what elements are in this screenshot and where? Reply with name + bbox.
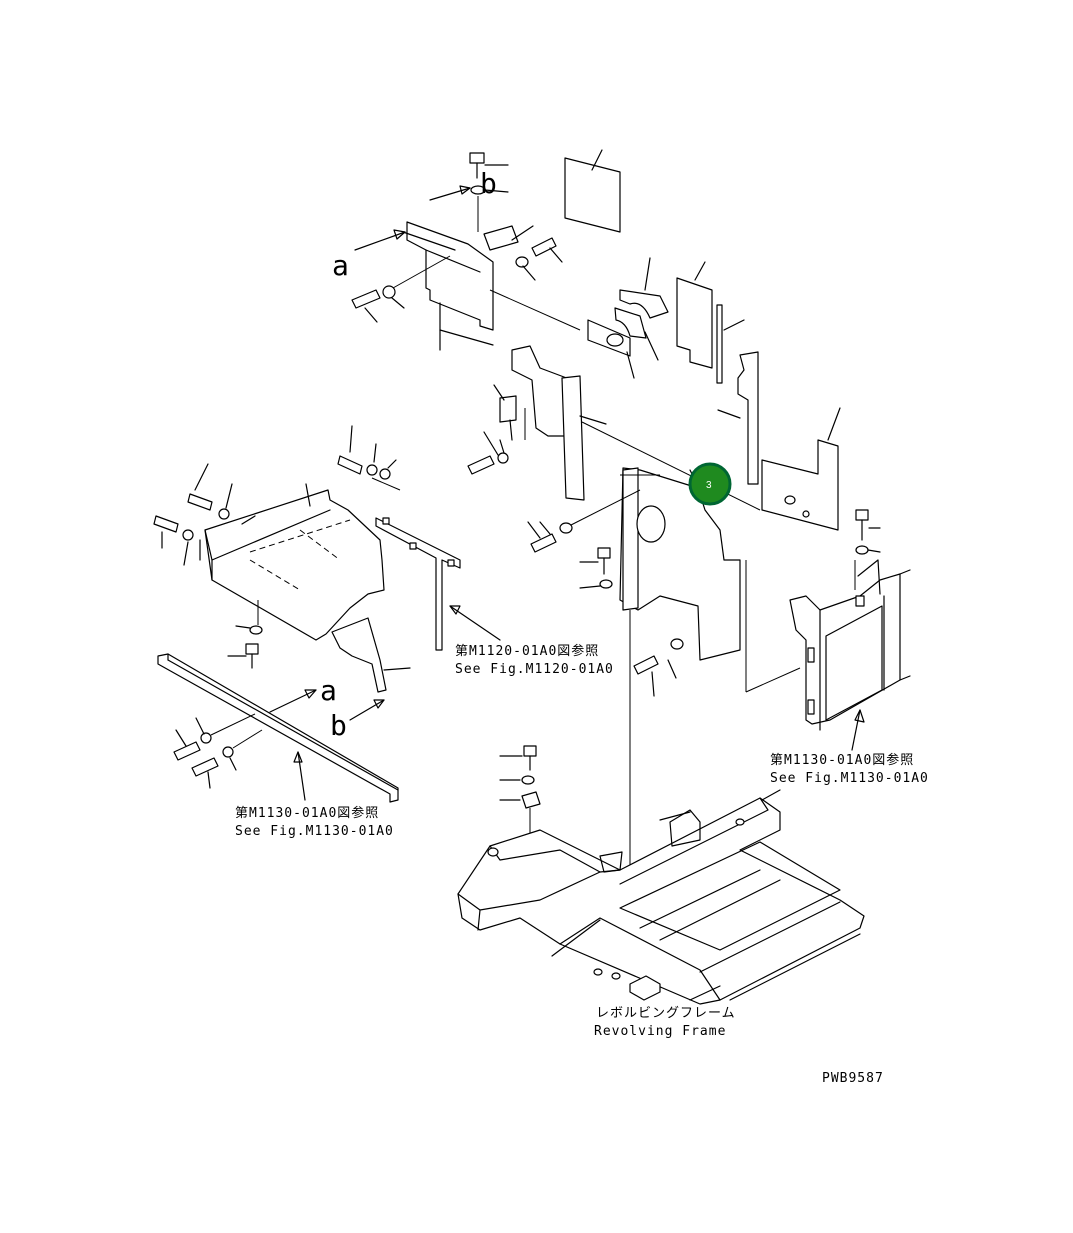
- arrow-a-left: [269, 689, 317, 713]
- vertical-support: [561, 375, 585, 501]
- ref-m1130-right-en: See Fig.M1130-01A0: [770, 771, 929, 786]
- drawing-code: PWB9587: [822, 1071, 884, 1086]
- arrow-b-top: [429, 185, 471, 201]
- frame-small-parts: [593, 968, 661, 1001]
- ref-m1130-left-jp: 第M1130-01A0図参照: [235, 805, 379, 821]
- arrow-b-left: [349, 699, 385, 721]
- bolt-right-top: [515, 237, 563, 281]
- bolt-left-bottom-1: [173, 713, 256, 761]
- bolt-left-mid: [467, 431, 509, 475]
- bolt-left-1: [187, 463, 233, 520]
- label-a-top: a: [332, 249, 349, 282]
- arrow-m1120: [449, 605, 501, 641]
- rubber-plate-top: [564, 157, 621, 233]
- rubber-plate-tall: [676, 277, 713, 369]
- arrow-a-top: [354, 229, 406, 251]
- callout-3-number: 3: [706, 480, 712, 491]
- pad-plate: [483, 225, 519, 251]
- small-shim: [499, 395, 517, 423]
- ref-m1120-en: See Fig.M1120-01A0: [455, 662, 614, 677]
- bolt-frame-stack: [499, 745, 541, 836]
- top-bolt-group: [469, 152, 509, 232]
- bolt-left-lower: [227, 600, 263, 669]
- arrow-m1130-left: [293, 751, 306, 801]
- callout-3[interactable]: 3: [688, 462, 732, 506]
- bolt-left-2: [153, 515, 194, 566]
- bolt-center-left: [527, 489, 641, 553]
- frame-label-en: Revolving Frame: [594, 1024, 726, 1039]
- radiator-frame-right: [789, 559, 911, 731]
- arrow-m1130-right: [851, 709, 865, 751]
- ref-m1130-left-en: See Fig.M1130-01A0: [235, 824, 394, 839]
- saddle-piece-2: [614, 307, 647, 339]
- label-b-top: b: [480, 167, 497, 200]
- bolt-mid-column: [579, 547, 613, 589]
- seal-strip-long: [737, 351, 759, 485]
- left-support-bracket: [331, 617, 387, 693]
- left-cover-assembly: [199, 489, 385, 641]
- ref-m1130-right-jp: 第M1130-01A0図参照: [770, 752, 914, 768]
- revolving-frame: [457, 789, 865, 1005]
- label-a-left: a: [320, 674, 337, 707]
- frame-label-jp: レボルビングフレーム: [596, 1006, 736, 1021]
- seal-block-right: [761, 439, 839, 531]
- left-long-rail: [157, 653, 399, 803]
- label-b-left: b: [330, 709, 347, 742]
- bolt-left-3: [337, 425, 397, 480]
- ref-m1120-jp: 第M1120-01A0図参照: [455, 643, 599, 659]
- bolt-left-upper: [351, 255, 451, 323]
- bolt-lower-center: [633, 638, 684, 697]
- bolt-left-bottom-2: [191, 729, 263, 789]
- left-vertical-bracket: [375, 517, 461, 651]
- bolt-radiator: [854, 509, 881, 590]
- saddle-piece-1: [619, 289, 669, 319]
